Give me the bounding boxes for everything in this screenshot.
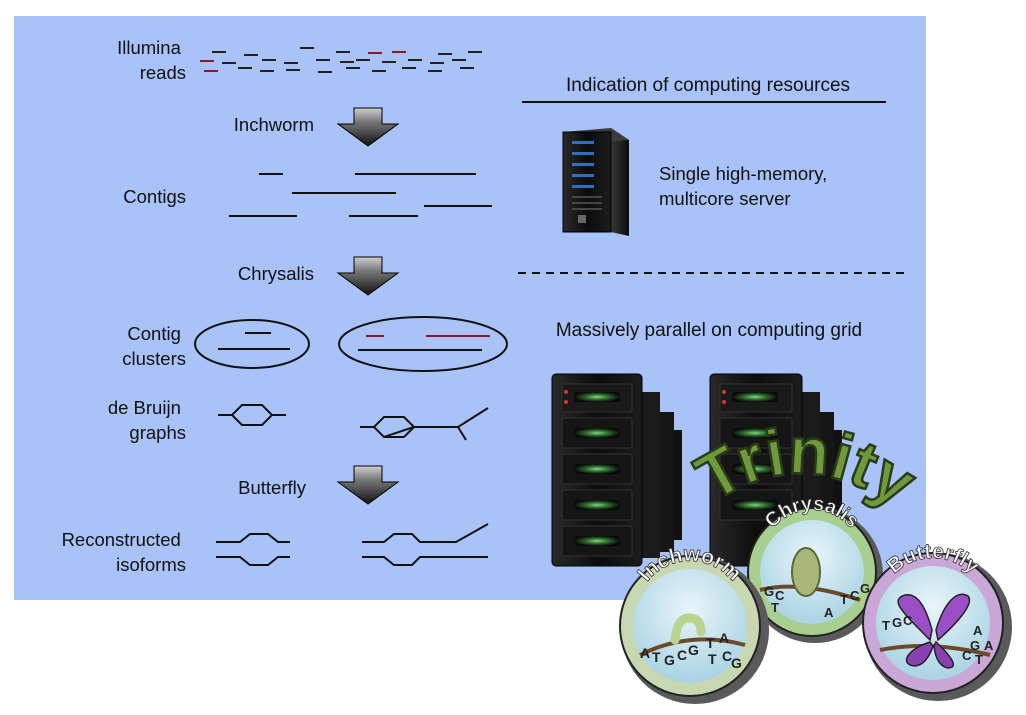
single-server-label: Single high-memory, multicore server	[659, 163, 832, 209]
single-server-line1: Single high-memory,	[659, 163, 827, 184]
butterfly-arrow	[336, 465, 400, 505]
butterfly-badge: Butterfly T G C A G T C A	[862, 539, 1012, 701]
contig-clusters-label: Contig clusters	[122, 323, 186, 369]
inchworm-dna-5: T	[706, 635, 715, 651]
inchworm-dna-2: G	[664, 652, 675, 668]
clusters-label-line2: clusters	[122, 348, 186, 369]
chrysalis-dna-6: G	[860, 581, 870, 596]
contig-cluster-1	[194, 319, 310, 369]
inchworm-dna-1: T	[652, 649, 661, 665]
isoforms-1	[216, 533, 290, 566]
resources-heading: Indication of computing resources	[566, 75, 850, 96]
inchworm-dna-0: A	[640, 645, 650, 661]
single-server-icon	[562, 128, 629, 236]
chrysalis-arrow	[336, 256, 400, 296]
chrysalis-dna-2: T	[771, 600, 779, 615]
chrysalis-dna-3: A	[824, 605, 834, 620]
butterfly-dna-6: C	[962, 648, 972, 663]
butterfly-dna-1: G	[892, 615, 902, 630]
contigs-label: Contigs	[123, 186, 186, 207]
server-rack-1	[551, 373, 682, 567]
chrysalis-dna-1: C	[775, 588, 785, 603]
butterfly-icon	[897, 593, 971, 669]
contig-lines	[229, 173, 492, 217]
debruijn-label-line2: graphs	[129, 422, 186, 443]
chrysalis-dna-4: T	[840, 592, 848, 607]
debruijn-label-line1: de Bruijn	[108, 397, 181, 418]
illumina-reads	[200, 47, 482, 73]
illumina-label-line2: reads	[140, 62, 186, 83]
de-bruijn-graph-1	[218, 404, 286, 426]
chrysalis-dna-5: C	[850, 588, 860, 603]
clusters-label-line1: Contig	[127, 323, 180, 344]
inchworm-dna-8: C	[722, 648, 732, 664]
chrysalis-dna-0: G	[764, 584, 774, 599]
contig-cluster-2	[338, 316, 508, 372]
de-bruijn-label: de Bruijn graphs	[108, 397, 186, 443]
butterfly-dna-7: A	[984, 638, 994, 653]
chrysalis-dna: G C T A T C G	[764, 581, 870, 620]
chrysalis-label: Chrysalis	[238, 263, 314, 284]
isoforms-label-line1: Reconstructed	[62, 529, 181, 550]
butterfly-dna-3: A	[973, 623, 983, 638]
butterfly-dna-5: T	[975, 652, 983, 667]
single-server-line2: multicore server	[659, 188, 791, 209]
inchworm-dna-7: T	[708, 651, 717, 667]
butterfly-dna: T G C A G T C A	[882, 613, 994, 667]
isoforms-2	[362, 523, 489, 566]
inchworm-dna: A T G C G T A T C G	[640, 630, 742, 671]
inchworm-dna-3: C	[677, 647, 687, 663]
de-bruijn-graph-2	[360, 407, 489, 441]
inchworm-arrow	[336, 107, 400, 147]
illumina-label-line1: Illumina	[117, 37, 181, 58]
inchworm-dna-4: G	[688, 642, 699, 658]
butterfly-dna-2: C	[903, 613, 913, 628]
reconstructed-isoforms-label: Reconstructed isoforms	[62, 529, 186, 575]
butterfly-dna-4: G	[970, 638, 980, 653]
butterfly-label: Butterfly	[238, 477, 307, 498]
illumina-reads-label: Illumina reads	[117, 37, 186, 83]
isoforms-label-line2: isoforms	[116, 554, 186, 575]
inchworm-badge: Inchworm A T G C G T A T C G	[619, 542, 769, 704]
grid-label: Massively parallel on computing grid	[556, 320, 862, 341]
trinity-logo: Trinity Chrysalis G C T A T C G	[619, 412, 1012, 704]
butterfly-dna-0: T	[882, 618, 890, 633]
inchworm-dna-6: A	[719, 630, 729, 646]
inchworm-dna-9: G	[731, 655, 742, 671]
inchworm-label: Inchworm	[234, 114, 314, 135]
